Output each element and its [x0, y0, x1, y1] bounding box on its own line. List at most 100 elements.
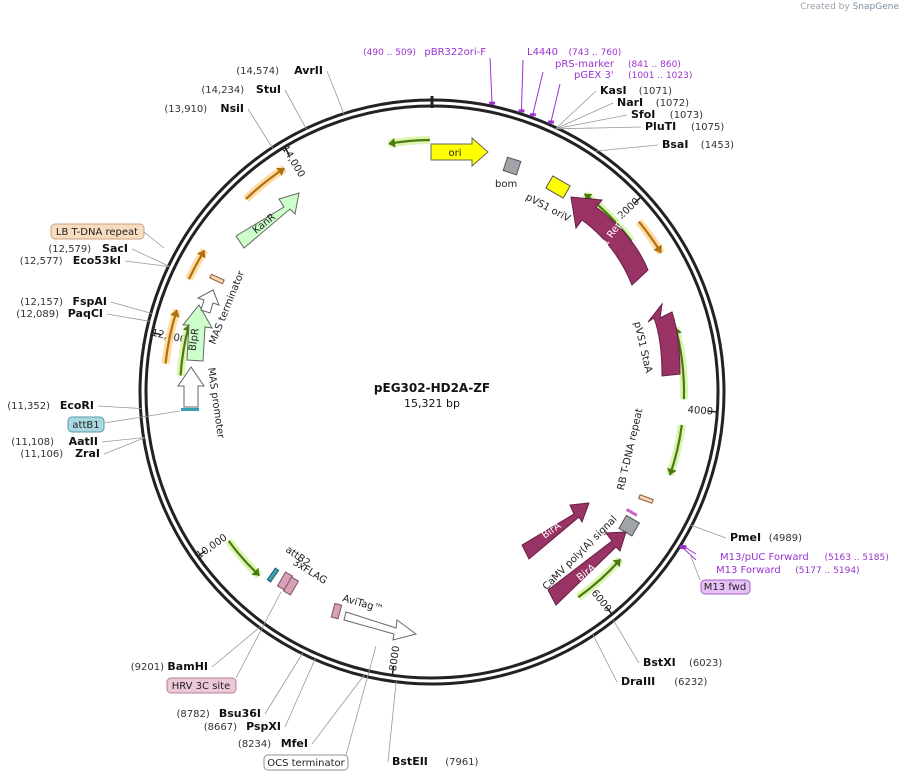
site-bsai[interactable]: BsaI(1453): [595, 138, 734, 152]
feature-arc-head: [276, 167, 285, 177]
site-name: SacI: [102, 242, 128, 255]
credit-prefix: Created by: [800, 2, 850, 12]
primer-range: (1001 .. 1023): [628, 71, 692, 81]
label-hrv-3c[interactable]: HRV 3C site: [166, 591, 282, 694]
site-leader: [284, 89, 307, 130]
site-position: (8234): [238, 739, 271, 750]
tick-label: 4000: [687, 405, 713, 418]
site-pmei[interactable]: PmeI(4989): [690, 524, 802, 544]
site-zrai[interactable]: ZraI(11,106): [20, 437, 145, 460]
site-fspai[interactable]: FspAI(12,157): [20, 295, 152, 314]
primer-0[interactable]: pBR322ori-F(490 .. 509): [363, 47, 496, 105]
site-nari[interactable]: NarI(1072): [555, 96, 689, 130]
snapgene-logo: SnapGene: [852, 2, 899, 12]
flag-box-2: [282, 576, 300, 596]
site-mfei[interactable]: MfeI(8234): [238, 674, 365, 750]
site-name: NsiI: [220, 102, 244, 115]
feature-pvs1-staa[interactable]: pVS1 StaA: [631, 302, 681, 377]
site-saci[interactable]: SacI(12,579): [48, 242, 170, 267]
feature-avitag[interactable]: AviTag™: [341, 593, 418, 641]
label-lb-tdna[interactable]: LB T-DNA repeat: [50, 223, 165, 249]
site-bsu36i[interactable]: Bsu36I(8782): [177, 652, 304, 720]
site-name: PspXI: [246, 720, 281, 733]
hrv-box: [166, 677, 237, 694]
site-position: (8667): [204, 722, 237, 733]
site-name: KasI: [600, 84, 627, 97]
site-position: (14,234): [201, 85, 244, 96]
site-leader: [106, 313, 150, 322]
feature-rb-tdna[interactable]: RB T-DNA repeat: [616, 407, 654, 504]
site-kasi[interactable]: KasI(1071): [555, 84, 672, 129]
site-sfoi[interactable]: SfoI(1073): [555, 108, 703, 130]
label-ocs-terminator[interactable]: OCS terminator: [263, 645, 377, 771]
lb-box: [209, 273, 225, 285]
blpr-arrow: [181, 304, 213, 362]
feature-kanr[interactable]: KanR: [235, 192, 300, 249]
site-bsteii[interactable]: BstEII(7961): [387, 680, 479, 768]
ori-label: ori: [448, 148, 461, 159]
flag-box-3: [330, 602, 343, 620]
site-stui[interactable]: StuI(14,234): [201, 83, 307, 130]
feature-3xflag[interactable]: 3xFLAG: [276, 557, 343, 620]
site-bamhi[interactable]: BamHI(9201): [131, 626, 261, 673]
mas-promoter-arrow: [177, 366, 205, 408]
site-leader: [555, 90, 597, 129]
site-ecori[interactable]: EcoRI(11,352): [7, 399, 142, 412]
primer-range: (841 .. 860): [628, 60, 681, 70]
primer-leader: [550, 83, 561, 123]
feature-mas-promoter[interactable]: MAS promoter: [177, 366, 226, 440]
tick-mark: [391, 666, 395, 675]
primer-name: pBR322ori-F: [424, 47, 486, 58]
primer-sites: pBR322ori-F(490 .. 509) L4440(743 .. 760)…: [363, 47, 889, 576]
site-aatii[interactable]: AatII(11,108): [11, 435, 145, 448]
site-name: PaqCI: [68, 307, 103, 320]
hrv-text: HRV 3C site: [172, 681, 231, 692]
tick-label: 10,000: [195, 532, 230, 561]
site-name: Bsu36I: [219, 707, 261, 720]
site-paqci[interactable]: PaqCI(12,089): [16, 307, 150, 322]
label-attb1[interactable]: attB1: [67, 410, 181, 433]
feature-pvs1-repa[interactable]: pVS1 RepA: [570, 196, 649, 286]
primer-name: M13 Forward: [716, 565, 781, 576]
primer-1[interactable]: L4440(743 .. 760): [518, 47, 621, 113]
tick-mark: [284, 147, 290, 156]
site-nsii[interactable]: NsiI(13,910): [164, 102, 274, 149]
site-pluti[interactable]: PluTI(1075): [556, 120, 724, 133]
primer-mark: [679, 546, 686, 550]
primer-name: M13/pUC Forward: [720, 552, 809, 563]
primer-mark: [529, 113, 536, 117]
primer-range: (5163 .. 5185): [825, 553, 889, 563]
bira2-arrow: [547, 531, 627, 606]
feature-ori[interactable]: ori: [430, 136, 489, 168]
site-leader: [124, 260, 170, 268]
site-position: (12,577): [20, 256, 63, 267]
primer-4[interactable]: M13/pUC Forward (5163 .. 5185): [680, 544, 889, 563]
feature-blpr[interactable]: BlpR: [181, 304, 213, 362]
site-leader: [311, 674, 365, 745]
site-avrii[interactable]: AvrII(14,574): [236, 64, 345, 115]
label-m13-fwd[interactable]: M13 fwd: [689, 553, 751, 595]
feature-bom[interactable]: bom: [495, 156, 522, 190]
ori-arrow: [430, 136, 489, 168]
site-pspxi[interactable]: PspXI (8667): [204, 658, 316, 733]
tick-label: 6000: [589, 588, 614, 615]
primer-5[interactable]: M13 Forward(5177 .. 5194): [679, 546, 860, 576]
site-position: (4989): [769, 533, 802, 544]
site-bstxi[interactable]: BstXI(6023): [612, 619, 722, 669]
site-position: (9201): [131, 662, 164, 673]
tick-mark: [634, 197, 641, 204]
site-leader: [326, 70, 345, 115]
blpr-label: BlpR: [187, 327, 201, 351]
site-eco53ki[interactable]: Eco53kI(12,577): [20, 254, 170, 268]
feature-pvs1-oriv[interactable]: pVS1 oriV: [524, 175, 573, 225]
oriv-box: [545, 175, 571, 199]
site-draiii[interactable]: DraIII(6232): [592, 634, 708, 688]
site-position: (12,157): [20, 297, 63, 308]
site-leader: [592, 634, 618, 683]
primer-2[interactable]: pRS-marker(841 .. 860): [529, 59, 681, 117]
feature-arc-head: [196, 250, 206, 259]
attb2-box: [266, 567, 280, 583]
site-leader: [264, 652, 304, 715]
primer-3[interactable]: pGEX 3'(1001 .. 1023): [547, 70, 692, 124]
feature-mas-terminator[interactable]: MAS terminator: [196, 269, 247, 346]
